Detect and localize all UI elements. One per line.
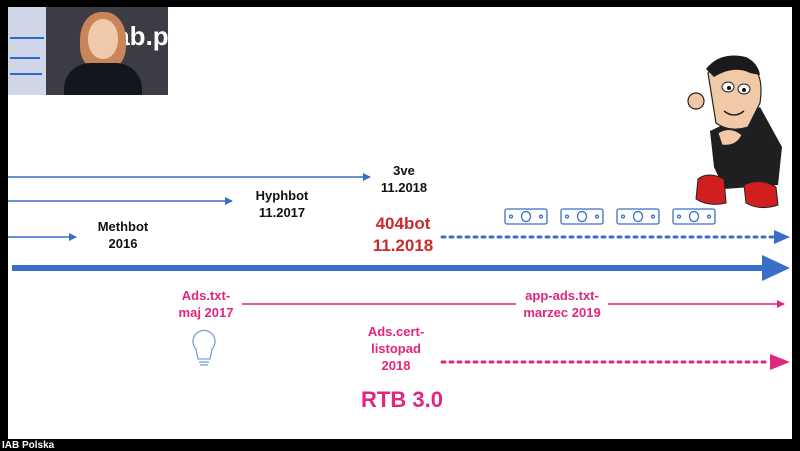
lightbulb-icon [193, 330, 215, 365]
methbot-label: Methbot 2016 [88, 219, 158, 253]
presenter-video: iab.polska [8, 7, 168, 95]
standard-date: listopad [356, 341, 436, 358]
bot-date: 2016 [88, 236, 158, 253]
bot-name: Methbot [88, 219, 158, 236]
rtb-label: RTB 3.0 [352, 386, 452, 415]
video-backdrop-panel [8, 7, 46, 95]
app-ads-txt-label: app-ads.txt- marzec 2019 [512, 288, 612, 322]
standard-year: 2018 [356, 358, 436, 375]
standard-name: app-ads.txt- [512, 288, 612, 305]
bot-date: 11.2017 [244, 205, 320, 222]
standard-name: Ads.txt- [164, 288, 248, 305]
footer-org-label: IAB Polska [2, 440, 54, 451]
money-bill-icon [561, 209, 603, 224]
bot-date: 11.2018 [356, 235, 450, 257]
money-bill-icon [617, 209, 659, 224]
standard-date: maj 2017 [164, 305, 248, 322]
money-bill-icon [673, 209, 715, 224]
bot-name: 404bot [356, 213, 450, 235]
bot-date: 11.2018 [364, 180, 444, 197]
bot-name: 3ve [364, 163, 444, 180]
bot-name: Hyphbot [244, 188, 320, 205]
ads-cert-arrowhead [770, 354, 790, 370]
main-timeline-arrowhead [762, 255, 790, 281]
standard-date: marzec 2019 [512, 305, 612, 322]
presenter-body [64, 63, 142, 95]
standard-name: Ads.cert- [356, 324, 436, 341]
backdrop-line [10, 57, 40, 59]
hyphbot-label: Hyphbot 11.2017 [244, 188, 320, 222]
3ve-label: 3ve 11.2018 [364, 163, 444, 197]
villain-character-icon [688, 56, 782, 208]
presenter-face [88, 19, 118, 59]
404bot-label: 404bot 11.2018 [356, 213, 450, 257]
ads-cert-label: Ads.cert- listopad 2018 [356, 324, 436, 375]
backdrop-line [10, 73, 42, 75]
money-bill-icon [505, 209, 547, 224]
ads-txt-label: Ads.txt- maj 2017 [164, 288, 248, 322]
backdrop-line [10, 37, 44, 39]
404bot-arrowhead [774, 230, 790, 244]
